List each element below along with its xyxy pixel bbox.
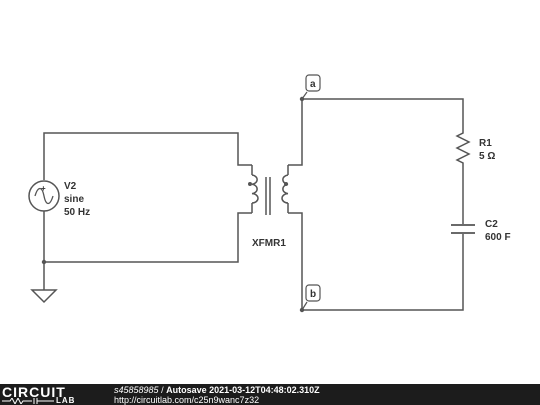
node-b-label: b — [310, 289, 316, 300]
capacitor-value-label: 600 F — [485, 232, 511, 243]
node-b-tag[interactable]: b — [299, 284, 321, 313]
circuit-meta: s45858985 / Autosave 2021-03-12T04:48:02… — [114, 385, 320, 405]
logo-bottom-text: LAB — [56, 396, 76, 405]
resistor-value-label: 5 Ω — [479, 151, 495, 162]
ground-symbol — [30, 259, 58, 304]
circuitlab-logo[interactable]: CIRCUIT LAB — [2, 384, 102, 405]
transformer-xfmr1[interactable] — [248, 165, 289, 215]
capacitor-c2[interactable] — [451, 224, 475, 234]
transformer-label: XFMR1 — [252, 238, 286, 249]
primary-wires — [43, 132, 252, 290]
plus-sign: + — [41, 184, 46, 193]
source-name-label: V2 — [64, 181, 77, 192]
secondary-dot-icon — [284, 182, 288, 186]
circuit-title: Autosave 2021-03-12T04:48:02.310Z — [166, 385, 320, 395]
capacitor-name-label: C2 — [485, 219, 498, 230]
source-type-label: sine — [64, 194, 84, 205]
primary-dot-icon — [248, 182, 252, 186]
resistor-name-label: R1 — [479, 138, 492, 149]
node-a-tag[interactable]: a — [299, 74, 321, 102]
circuit-schematic: + V2 sine 50 Hz XFMR1 R1 5 Ω C2 600 F — [28, 74, 511, 313]
circuit-id: s45858985 — [114, 385, 159, 395]
meta-separator: / — [161, 385, 164, 395]
logo-trace-icon — [2, 398, 54, 404]
logo-top-text: CIRCUIT — [2, 384, 66, 400]
secondary-wires — [288, 98, 464, 311]
resistor-r1[interactable] — [455, 130, 471, 167]
node-a-label: a — [310, 79, 316, 90]
source-freq-label: 50 Hz — [64, 207, 90, 218]
footer-bar: CIRCUIT LAB s45858985 / Autosave 2021-03… — [0, 384, 540, 405]
voltage-source-v2[interactable]: + — [28, 180, 60, 212]
circuit-url[interactable]: http://circuitlab.com/c25n9wanc7z32 — [114, 395, 260, 405]
